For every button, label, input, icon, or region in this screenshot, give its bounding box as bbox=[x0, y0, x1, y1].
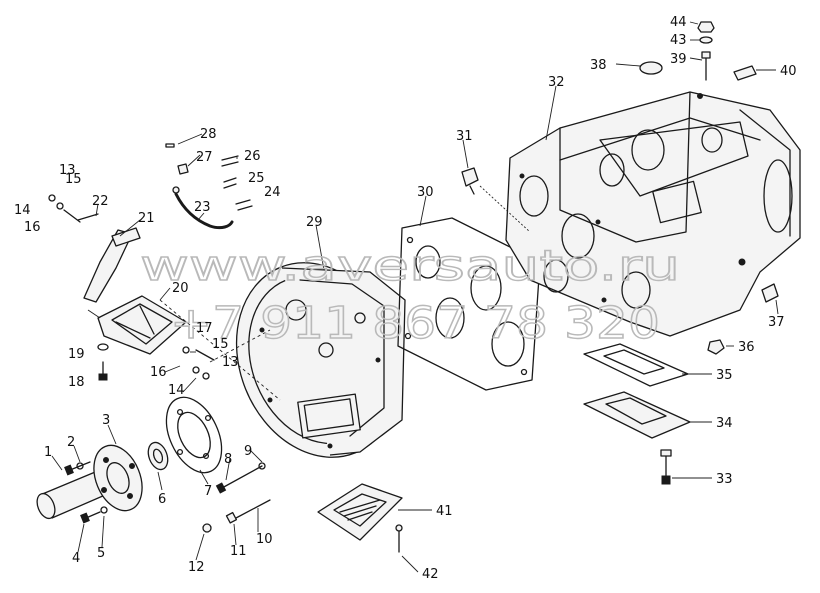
part-20-bracket bbox=[97, 295, 187, 355]
callout-39: 39 bbox=[670, 52, 687, 67]
callout-5: 5 bbox=[97, 546, 105, 561]
callout-27: 27 bbox=[196, 150, 213, 165]
callout-42: 42 bbox=[422, 567, 439, 582]
callout-36: 36 bbox=[738, 340, 755, 355]
callout-32: 32 bbox=[548, 75, 565, 90]
callout-4: 4 bbox=[72, 551, 80, 566]
callout-18: 18 bbox=[68, 375, 85, 390]
callout-35: 35 bbox=[716, 368, 733, 383]
part-10-stud bbox=[202, 499, 271, 533]
part-41-screen-cover bbox=[317, 483, 403, 541]
callout-16b: 16 bbox=[150, 365, 167, 380]
callout-22: 22 bbox=[92, 194, 109, 209]
callout-19: 19 bbox=[68, 347, 85, 362]
callout-15: 15 bbox=[65, 172, 82, 187]
part-42-screw bbox=[395, 524, 403, 553]
watermark: www.aversauto.ru +7 911 867 78 320 bbox=[139, 240, 680, 349]
callout-24: 24 bbox=[264, 185, 281, 200]
part-31-breather bbox=[461, 167, 479, 195]
callout-12: 12 bbox=[188, 560, 205, 575]
callout-41: 41 bbox=[436, 504, 453, 519]
part-8-long-bolt bbox=[215, 462, 266, 494]
part-23-pipe bbox=[174, 192, 234, 230]
callout-31: 31 bbox=[456, 129, 473, 144]
callout-11: 11 bbox=[230, 544, 247, 559]
part-40-pin bbox=[733, 65, 757, 81]
part-21-lever bbox=[77, 213, 141, 303]
callout-20: 20 bbox=[172, 281, 189, 296]
callout-13b: 13 bbox=[222, 355, 239, 370]
callout-15b: 15 bbox=[212, 337, 229, 352]
callout-38: 38 bbox=[590, 58, 607, 73]
upper-pin-set bbox=[48, 194, 81, 223]
callout-33: 33 bbox=[716, 472, 733, 487]
callout-3: 3 bbox=[102, 413, 110, 428]
watermark-line-1: www.aversauto.ru bbox=[140, 241, 680, 290]
part-6-seal-ring bbox=[147, 441, 169, 471]
callout-21: 21 bbox=[138, 211, 155, 226]
middle-pin-set bbox=[182, 346, 215, 380]
callout-14b: 14 bbox=[168, 383, 185, 398]
part-36-nut bbox=[707, 339, 725, 355]
callout-8: 8 bbox=[224, 452, 232, 467]
callout-16: 16 bbox=[24, 220, 41, 235]
callout-37: 37 bbox=[768, 315, 785, 330]
part-37-drain-plug bbox=[761, 283, 779, 303]
callout-7: 7 bbox=[204, 484, 212, 499]
part-38-plug bbox=[639, 61, 663, 75]
bracket-bolt bbox=[97, 343, 109, 381]
part-32-gearbox-case bbox=[505, 91, 801, 337]
callout-labels: 1 2 3 4 5 6 7 8 9 10 11 12 13 14 15 16 1… bbox=[14, 15, 797, 582]
part-30-gasket bbox=[397, 217, 541, 391]
callout-34: 34 bbox=[716, 416, 733, 431]
callout-10: 10 bbox=[256, 532, 273, 547]
leader-lines bbox=[51, 21, 779, 573]
callout-14: 14 bbox=[14, 203, 31, 218]
part-7-flange-gasket bbox=[165, 396, 223, 474]
callout-1: 1 bbox=[44, 445, 52, 460]
callout-6: 6 bbox=[158, 492, 166, 507]
callout-23: 23 bbox=[194, 200, 211, 215]
part-33-bolt bbox=[660, 449, 672, 485]
callout-13: 13 bbox=[59, 163, 76, 178]
callout-30: 30 bbox=[417, 185, 434, 200]
part-3-input-shaft bbox=[36, 444, 143, 520]
callout-44: 44 bbox=[670, 15, 687, 30]
callout-40: 40 bbox=[780, 64, 797, 79]
part-29-clutch-housing bbox=[235, 262, 406, 458]
callout-2: 2 bbox=[67, 435, 75, 450]
watermark-line-2: +7 911 867 78 320 bbox=[170, 298, 660, 349]
callout-9: 9 bbox=[244, 444, 252, 459]
callout-25: 25 bbox=[248, 171, 265, 186]
part-34-cover-plate bbox=[583, 391, 691, 439]
part-39-top-stud bbox=[697, 21, 715, 81]
callout-43: 43 bbox=[670, 33, 687, 48]
callout-28: 28 bbox=[200, 127, 217, 142]
part-35-cover-gasket bbox=[583, 343, 689, 387]
callout-29: 29 bbox=[306, 215, 323, 230]
callout-17: 17 bbox=[196, 321, 213, 336]
callout-26: 26 bbox=[244, 149, 261, 164]
flange-bolts bbox=[64, 461, 108, 524]
small-fittings bbox=[165, 143, 253, 211]
